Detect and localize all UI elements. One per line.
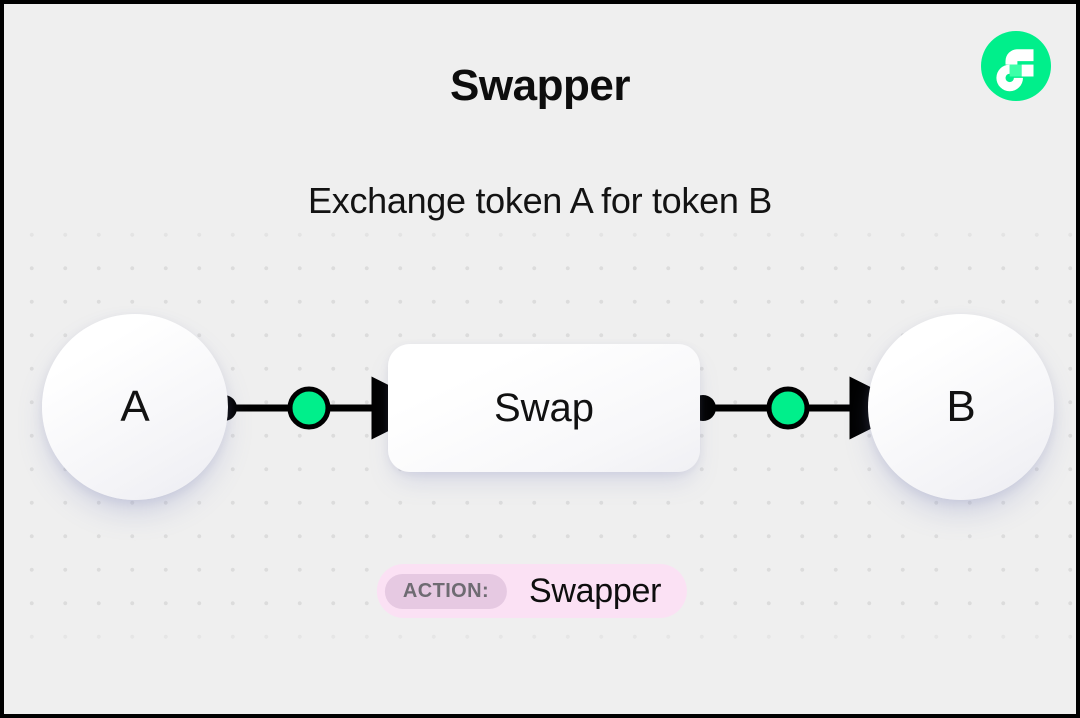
connector-a-to-swap: [211, 376, 435, 440]
page-subtitle: Exchange token A for token B: [308, 180, 772, 221]
node-token-b-label: B: [946, 382, 976, 431]
flow-logo-icon: [981, 31, 1051, 101]
connector-swap-to-b: [690, 376, 913, 440]
node-swap-label: Swap: [493, 386, 595, 430]
node-token-b[interactable]: B: [868, 314, 1054, 500]
page-title: Swapper: [450, 61, 630, 110]
node-token-a-label: A: [120, 382, 150, 431]
node-swap[interactable]: Swap: [388, 344, 700, 472]
connector-mid-node: [287, 386, 331, 430]
action-badge-value: Swapper: [529, 571, 662, 610]
action-badge-label: ACTION:: [384, 573, 508, 609]
action-badge: ACTION: Swapper: [376, 564, 688, 618]
connector-mid-node: [766, 386, 810, 430]
node-token-a[interactable]: A: [42, 314, 228, 500]
